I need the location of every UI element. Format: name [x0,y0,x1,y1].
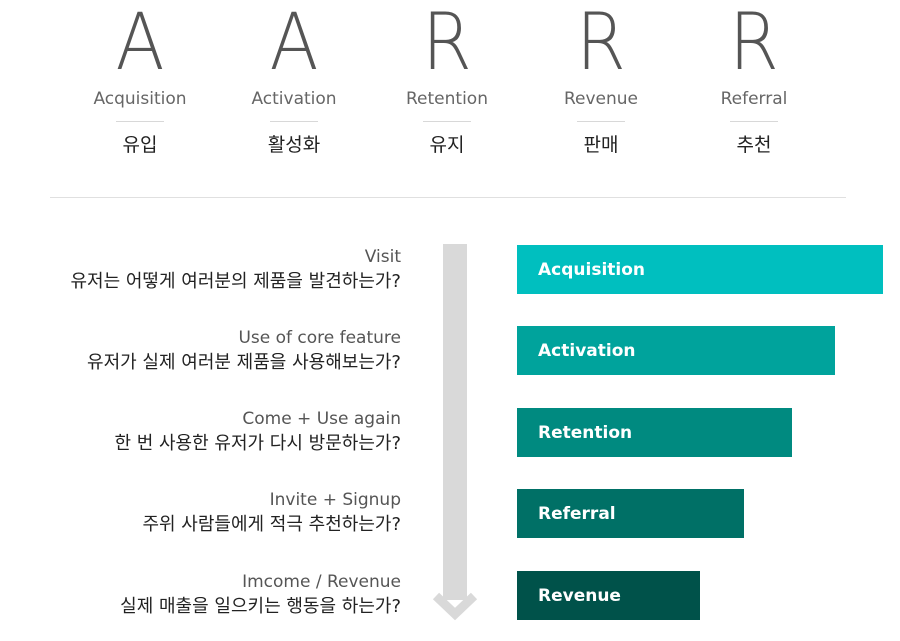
question-english: Use of core feature [238,328,401,348]
big-letter: A [115,0,165,88]
korean-label: 유지 [429,134,465,156]
funnel-bar-acquisition: Acquisition [517,245,883,294]
korean-label: 활성화 [267,134,321,156]
section-divider [50,197,846,198]
separator [577,121,625,122]
korean-label: 유입 [122,134,158,156]
question-korean: 유저가 실제 여러분 제품을 사용해보는가? [87,352,401,373]
separator [270,121,318,122]
question-korean: 주위 사람들에게 적극 추천하는가? [142,514,401,535]
arrow-head [432,592,478,621]
question-revenue: Imcome / Revenue 실제 매출을 일으키는 행동을 하는가? [120,571,401,619]
english-label: Acquisition [93,89,187,109]
separator [423,121,471,122]
bar-label: Acquisition [538,259,646,280]
korean-label: 추천 [736,134,772,156]
header-col-revenue: R Revenue 판매 [536,0,666,157]
separator [116,121,164,122]
question-core-feature: Use of core feature 유저가 실제 여러분 제품을 사용해보는… [87,327,401,375]
question-english: Come + Use again [242,409,401,429]
bar-label: Retention [538,422,633,443]
big-letter: R [422,0,472,88]
header-col-acquisition: A Acquisition 유입 [75,0,205,157]
question-korean: 한 번 사용한 유저가 다시 방문하는가? [114,433,401,454]
header-col-activation: A Activation 활성화 [229,0,359,157]
english-label: Revenue [563,89,639,109]
separator [730,121,778,122]
english-label: Retention [406,89,488,109]
big-letter: R [729,0,779,88]
question-english: Invite + Signup [269,490,401,510]
question-use-again: Come + Use again 한 번 사용한 유저가 다시 방문하는가? [114,408,401,456]
english-label: Referral [720,89,788,109]
big-letter: A [269,0,319,88]
bar-label: Referral [538,503,616,524]
bar-label: Revenue [538,585,621,606]
funnel-bar-referral: Referral [517,489,744,538]
arrow-shaft [443,244,467,600]
bar-label: Activation [538,340,636,361]
question-visit: Visit 유저는 어떻게 여러분의 제품을 발견하는가? [70,246,401,294]
funnel-bar-retention: Retention [517,408,792,457]
funnel-bar-activation: Activation [517,326,835,375]
question-english: Visit [364,247,401,267]
big-letter: R [576,0,626,88]
question-invite: Invite + Signup 주위 사람들에게 적극 추천하는가? [142,489,401,537]
funnel-bar-revenue: Revenue [517,571,700,620]
header-col-retention: R Retention 유지 [382,0,512,157]
question-korean: 실제 매출을 일으키는 행동을 하는가? [120,596,401,617]
header-col-referral: R Referral 추천 [689,0,819,157]
question-korean: 유저는 어떻게 여러분의 제품을 발견하는가? [70,271,401,292]
korean-label: 판매 [583,134,619,156]
question-english: Imcome / Revenue [242,572,401,592]
english-label: Activation [251,89,337,109]
